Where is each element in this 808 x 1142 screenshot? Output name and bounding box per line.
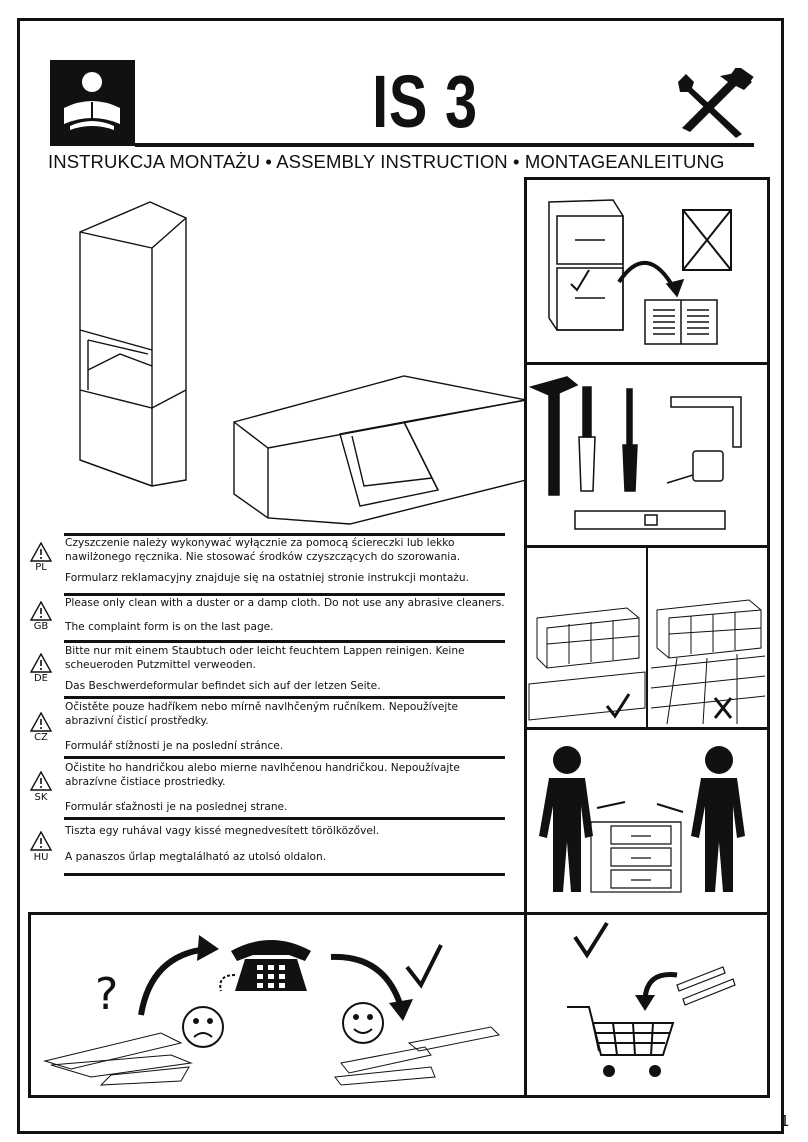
hammer-wrench-icon [670, 65, 754, 140]
complaint-note: Formulář stížnosti je na poslední stránc… [65, 740, 284, 752]
telephone-icon [219, 940, 311, 992]
complaint-note: The complaint form is on the last page. [65, 621, 274, 633]
language-code: DE [33, 673, 49, 684]
lang-block-hu: HU Tiszta egy ruhával vagy kissé megnedv… [28, 817, 506, 877]
cleaning-note: Please only clean with a duster or a dam… [65, 597, 505, 609]
page-number: 1 [780, 1112, 790, 1130]
panel-missing-parts-call: ? [28, 912, 527, 1098]
cleaning-note: Očistite ho handričkou alebo mierne navl… [65, 762, 460, 774]
warning-triangle-icon [30, 771, 52, 791]
document-title: IS 3 [372, 60, 478, 143]
language-code: PL [35, 562, 47, 573]
check-icon [405, 944, 443, 989]
section-rule [64, 533, 505, 536]
section-rule [64, 640, 505, 643]
complaint-note: Formularz reklamacyjny znajduje się na o… [65, 572, 469, 584]
section-rule [64, 593, 505, 596]
language-code: CZ [34, 732, 48, 743]
lang-block-cz: CZ Očistěte pouze hadříkem nebo mírně na… [28, 696, 506, 756]
cleaning-note-cont: nawilżonego ręcznika. Nie stosować środk… [65, 551, 461, 563]
cleaning-note-cont: abrazívne čistiace prostriedky. [65, 776, 226, 788]
section-rule [64, 696, 505, 699]
cleaning-note: Czyszczenie należy wykonywać wyłącznie z… [65, 537, 455, 549]
warning-triangle-icon [30, 653, 52, 673]
cleaning-note-cont: abrazivní čisticí prostředky. [65, 715, 209, 727]
sad-face-icon [182, 1006, 224, 1048]
lang-block-sk: SK Očistite ho handričkou alebo mierne n… [28, 756, 506, 816]
warning-triangle-icon [30, 542, 52, 562]
lang-block-pl: PL Czyszczenie należy wykonywać wyłączni… [28, 533, 506, 593]
header-rule [135, 143, 754, 147]
furniture-illustration [79, 201, 527, 525]
cleaning-note: Očistěte pouze hadříkem nebo mírně navlh… [65, 701, 459, 713]
happy-face-icon [342, 1002, 384, 1044]
language-code: SK [34, 792, 48, 803]
panel-parts-shopping [524, 912, 770, 1098]
warning-triangle-icon [30, 831, 52, 851]
document-subtitle: INSTRUKCJA MONTAŻU • ASSEMBLY INSTRUCTIO… [48, 151, 725, 172]
section-rule [64, 756, 505, 759]
warning-triangle-icon [30, 712, 52, 732]
complaint-note: Das Beschwerdeformular befindet sich auf… [65, 680, 381, 692]
language-code: GB [33, 621, 49, 632]
panel-two-people [524, 727, 770, 915]
warning-triangle-icon [30, 601, 52, 621]
cleaning-note: Bitte nur mit einem Staubtuch oder leich… [65, 645, 465, 657]
section-rule [64, 817, 505, 820]
panel-assembly-surface [524, 545, 770, 730]
question-mark-icon: ? [95, 969, 118, 1020]
panel-read-instructions [524, 177, 770, 365]
complaint-note: Formulár sťažnosti je na poslednej stran… [65, 801, 288, 813]
page-frame [17, 18, 784, 1134]
language-code: HU [33, 852, 49, 863]
section-rule [64, 873, 505, 876]
panel-tools-needed [524, 362, 770, 548]
complaint-note: A panaszos űrlap megtalálható az utolsó … [65, 851, 327, 863]
cleaning-note-cont: scheueroden Putzmittel verweoden. [65, 659, 256, 671]
reading-person-icon [50, 60, 135, 146]
lang-block-gb: GB Please only clean with a duster or a … [28, 593, 506, 638]
cleaning-note: Tiszta egy ruhával vagy kissé megnedvesí… [65, 825, 380, 837]
lang-block-de: DE Bitte nur mit einem Staubtuch oder le… [28, 640, 506, 695]
